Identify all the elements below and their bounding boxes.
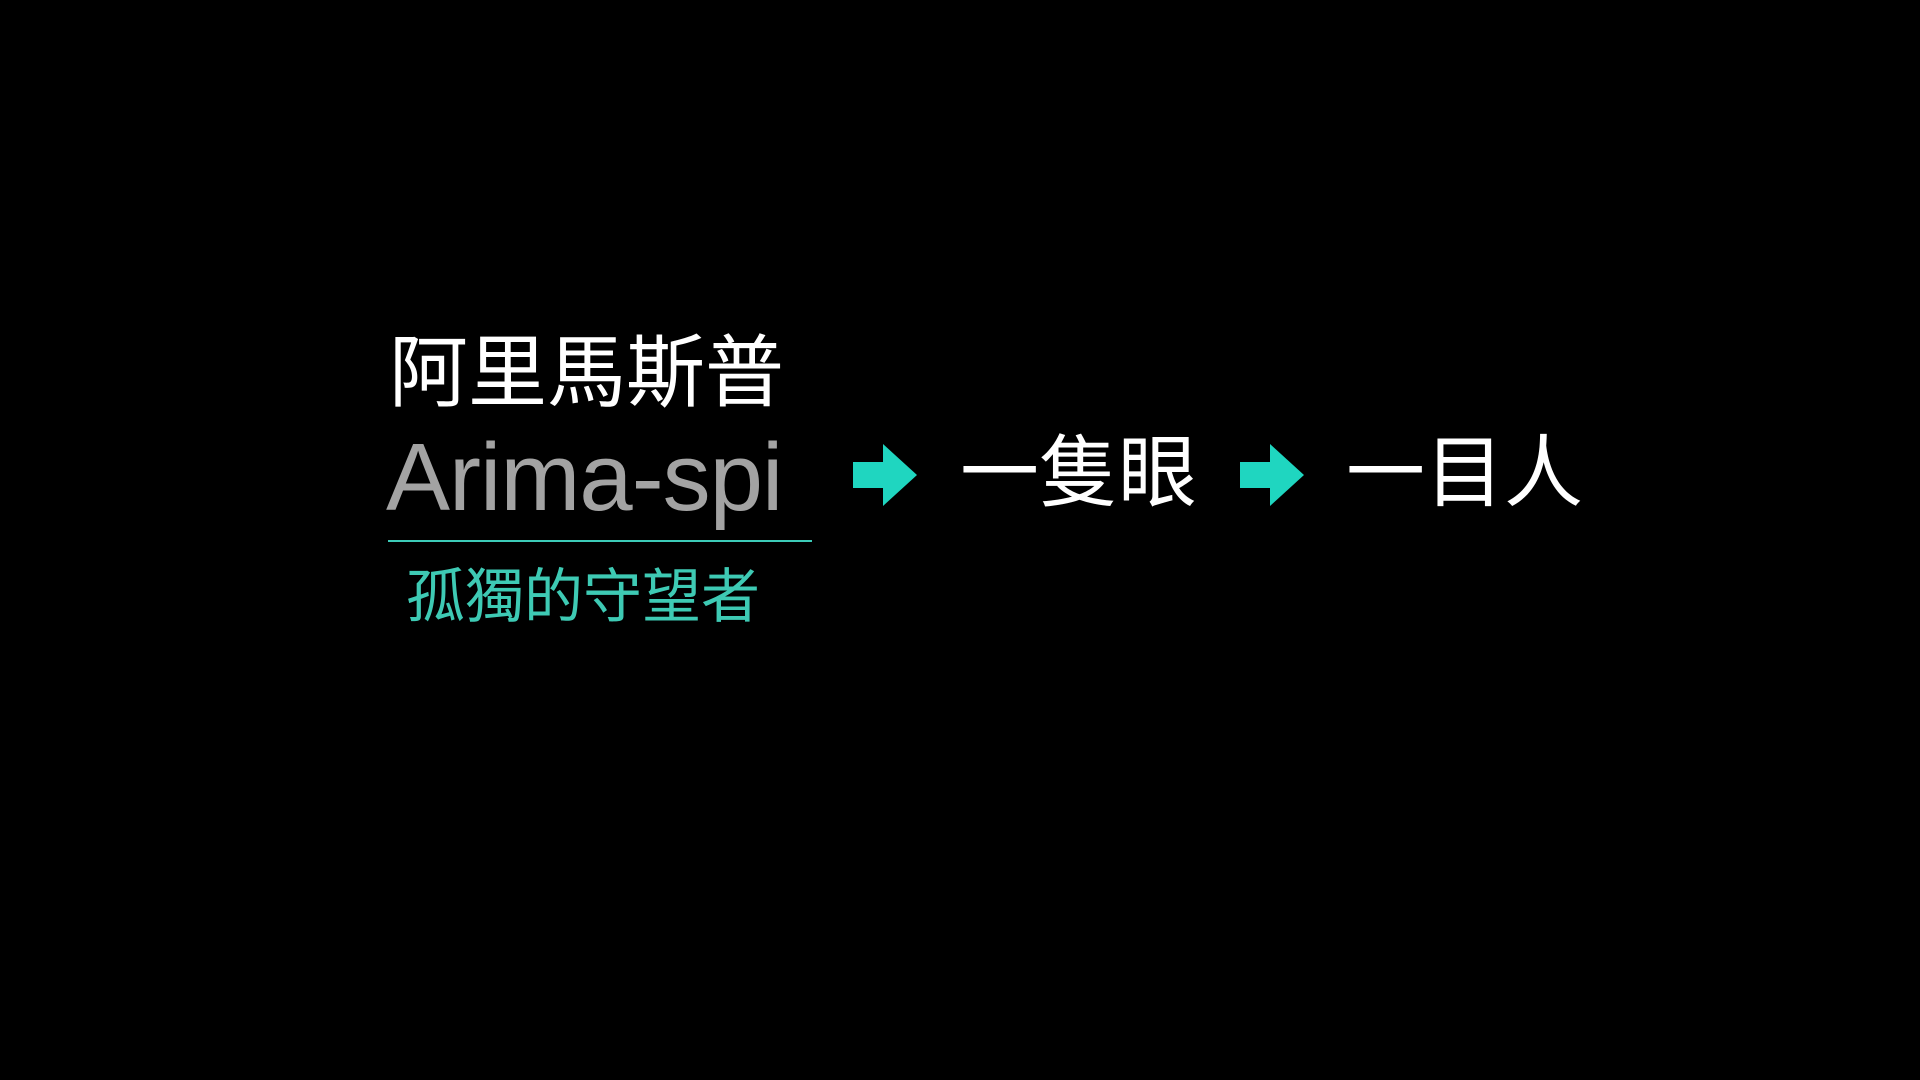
underline-divider xyxy=(388,540,812,542)
slide-title: 阿里馬斯普 xyxy=(389,327,784,419)
step-one-eye: 一隻眼 xyxy=(960,427,1197,519)
step-one-eyed-people: 一目人 xyxy=(1346,427,1583,519)
subtitle: 孤獨的守望者 xyxy=(406,562,761,631)
right-arrow-icon xyxy=(853,444,917,506)
right-arrow-icon xyxy=(1240,444,1304,506)
latin-name: Arima-spi xyxy=(386,424,783,531)
